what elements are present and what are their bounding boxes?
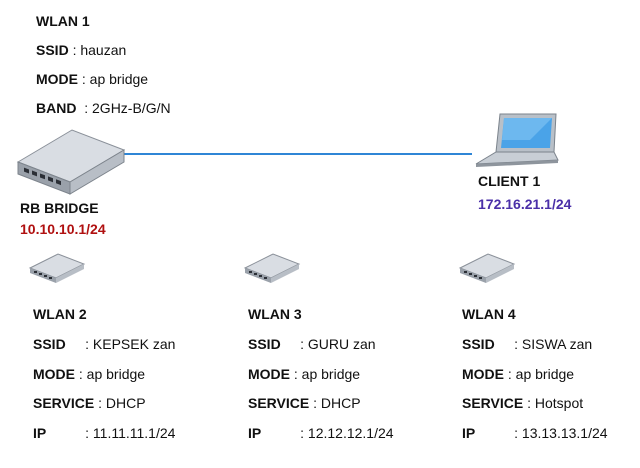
router-icon — [16, 129, 126, 195]
wlan4-mode: MODE : ap bridge — [462, 366, 575, 382]
wlan3-title: WLAN 3 — [248, 306, 302, 322]
switch-icon — [458, 253, 516, 283]
wlan4-service: SERVICE : Hotspot — [462, 395, 584, 411]
client1-label: CLIENT 1 — [478, 173, 541, 189]
wlan3-service: SERVICE : DHCP — [248, 395, 361, 411]
wlan2-mode: MODE : ap bridge — [33, 366, 146, 382]
network-link — [120, 153, 472, 155]
wlan1-title: WLAN 1 — [36, 13, 90, 29]
switch-icon — [243, 253, 301, 283]
wlan3-ip: IP : 12.12.12.1/24 — [248, 425, 394, 441]
wlan4-title: WLAN 4 — [462, 306, 516, 322]
rb-bridge-ip: 10.10.10.1/24 — [20, 221, 106, 237]
switch-icon — [28, 253, 86, 283]
wlan4-ssid: SSID : SISWA zan — [462, 336, 593, 352]
client1-ip: 172.16.21.1/24 — [478, 196, 572, 212]
wlan1-band: BAND : 2GHz-B/G/N — [36, 100, 171, 116]
wlan2-title: WLAN 2 — [33, 306, 87, 322]
wlan1-mode: MODE : ap bridge — [36, 71, 149, 87]
wlan3-mode: MODE : ap bridge — [248, 366, 361, 382]
rb-bridge-label: RB BRIDGE — [20, 200, 99, 216]
wlan3-ssid: SSID : GURU zan — [248, 336, 376, 352]
laptop-icon — [475, 113, 559, 167]
wlan2-ssid: SSID : KEPSEK zan — [33, 336, 176, 352]
wlan2-ip: IP : 11.11.11.1/24 — [33, 425, 176, 441]
wlan4-ip: IP : 13.13.13.1/24 — [462, 425, 608, 441]
wlan1-ssid: SSID : hauzan — [36, 42, 127, 58]
wlan2-service: SERVICE : DHCP — [33, 395, 146, 411]
